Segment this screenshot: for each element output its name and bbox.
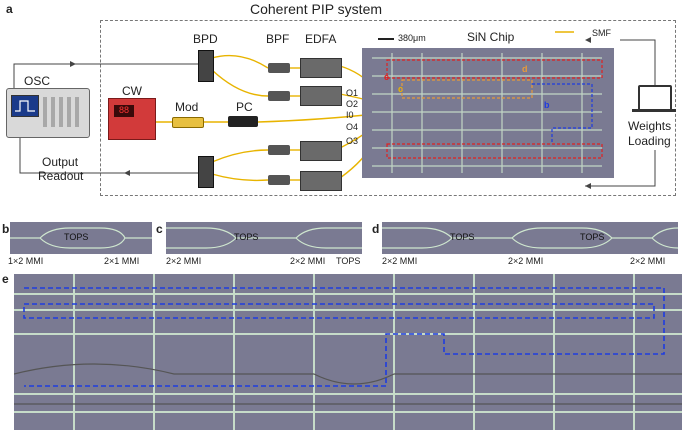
polarization-controller xyxy=(228,116,258,127)
bpf-label: BPF xyxy=(266,32,290,46)
edfa-1 xyxy=(300,58,342,78)
panel-c-image xyxy=(166,222,362,254)
sin-chip: e c d b xyxy=(362,48,614,178)
bpd-bottom xyxy=(198,156,214,188)
cw-laser-display: 88 xyxy=(114,105,134,117)
panel-d-mmi3: 2×2 MMI xyxy=(630,256,666,266)
panel-b-tops: TOPS xyxy=(64,232,89,242)
port-o3: O3 xyxy=(346,136,359,146)
loading-label: Loading xyxy=(628,134,671,148)
chip-mark-d: d xyxy=(522,64,528,74)
port-o2: O2 xyxy=(346,99,359,109)
mod-label: Mod xyxy=(175,100,199,114)
oscilloscope-screen xyxy=(11,95,39,117)
chip-mark-e: e xyxy=(384,72,390,82)
readout-label: Readout xyxy=(38,169,84,183)
cw-laser: 88 xyxy=(108,98,156,140)
figure-title: Coherent PIP system xyxy=(250,1,383,17)
weights-label: Weights xyxy=(628,119,672,133)
edfa-label: EDFA xyxy=(305,32,337,46)
port-o1: O1 xyxy=(346,88,359,98)
panel-b-mmi-right: 2×1 MMI xyxy=(104,256,140,266)
panel-c-tops: TOPS xyxy=(234,232,259,242)
system-frame xyxy=(100,20,676,196)
bpf-1 xyxy=(268,63,290,73)
bpf-4 xyxy=(268,175,290,185)
panel-b-image xyxy=(10,222,152,254)
bpd-label: BPD xyxy=(193,32,218,46)
panel-d-tops1: TOPS xyxy=(450,232,475,242)
panel-label-b: b xyxy=(2,222,10,236)
chip-mark-b: b xyxy=(544,100,550,110)
panel-d-tops2: TOPS xyxy=(580,232,605,242)
port-o4: O4 xyxy=(346,122,359,132)
panel-e-image xyxy=(14,274,682,430)
pc-label: PC xyxy=(236,100,253,114)
bpf-3 xyxy=(268,145,290,155)
panel-d-mmi1: 2×2 MMI xyxy=(382,256,418,266)
panel-c-mmi-right: 2×2 MMI xyxy=(290,256,326,266)
smf-legend: SMF xyxy=(592,28,611,38)
panel-b-mmi-left: 1×2 MMI xyxy=(8,256,44,266)
panel-d-mmi2: 2×2 MMI xyxy=(508,256,544,266)
osc-label: OSC xyxy=(24,74,51,88)
panel-d-image xyxy=(382,222,678,254)
panel-label-d: d xyxy=(372,222,380,236)
output-label: Output xyxy=(42,155,79,169)
chip-label: SiN Chip xyxy=(467,30,515,44)
edfa-3 xyxy=(300,141,342,161)
panel-label-a: a xyxy=(6,2,13,16)
laptop-base xyxy=(632,109,676,112)
bpd-top xyxy=(198,50,214,82)
oscilloscope-knobs xyxy=(43,97,83,127)
chip-mark-c: c xyxy=(398,84,404,94)
panel-c-tops2: TOPS xyxy=(336,256,361,266)
panel-c-mmi-left: 2×2 MMI xyxy=(166,256,202,266)
panel-label-e: e xyxy=(2,272,9,286)
modulator xyxy=(172,117,204,128)
edfa-4 xyxy=(300,171,342,191)
oscilloscope xyxy=(6,88,90,138)
port-i0: I0 xyxy=(346,110,354,120)
laptop-icon xyxy=(638,85,672,111)
edfa-2 xyxy=(300,86,342,106)
scale-bar-label: 380μm xyxy=(398,33,426,43)
bpf-2 xyxy=(268,91,290,101)
scale-bar xyxy=(378,38,394,40)
cw-label: CW xyxy=(122,84,142,98)
panel-label-c: c xyxy=(156,222,163,236)
